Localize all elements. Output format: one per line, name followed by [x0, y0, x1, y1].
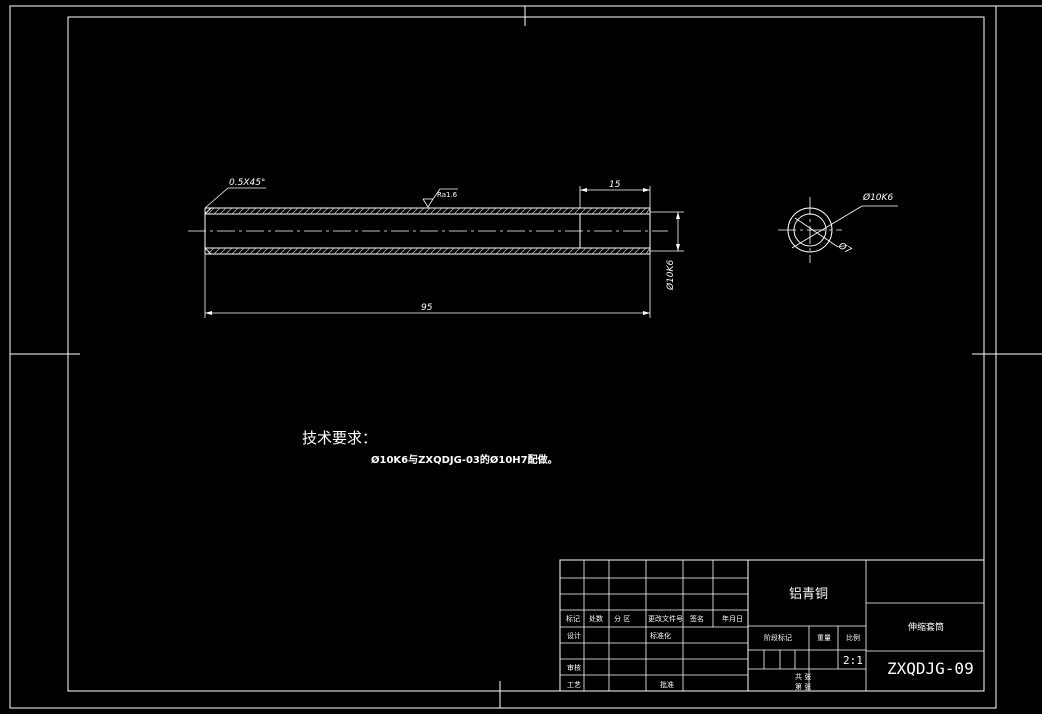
roughness-symbol: Ra1.6: [422, 188, 458, 208]
part-name-label: 伸缩套筒: [908, 621, 944, 633]
dimension-95: 95: [204, 254, 651, 318]
drawing-number-label: ZXQDJG-09: [887, 659, 974, 678]
title-block-role-check: 审核: [567, 663, 581, 672]
dim-diameter-label: Ø10K6: [665, 260, 676, 291]
title-block-role-approve: 批准: [660, 680, 674, 689]
title-block-label-date: 年月日: [722, 614, 743, 623]
dimension-diameter-main: Ø10K6: [650, 211, 684, 291]
chamfer-callout: 0.5X45°: [204, 178, 266, 209]
outer-border: [9, 5, 997, 709]
sheet-index-label: 第 张: [795, 682, 811, 691]
title-block: [559, 559, 985, 692]
stage-mark-label: 阶段标记: [764, 633, 792, 642]
title-block-role-standard: 标准化: [650, 631, 671, 640]
dim-95-label: 95: [421, 303, 433, 313]
weight-label: 重量: [817, 634, 831, 642]
sheets-total-label: 共 张: [795, 672, 811, 681]
dim-15-label: 15: [609, 180, 621, 190]
title-block-label-signature: 签名: [690, 614, 704, 623]
material-label: 铝青铜: [789, 587, 828, 602]
title-block-label-mark: 标记: [566, 614, 580, 623]
title-block-label-zone: 分 区: [614, 614, 630, 623]
inner-frame: [67, 16, 985, 692]
requirements-text: Ø10K6与ZXQDJG-03的Ø10H7配做。: [371, 453, 558, 466]
title-block-role-design: 设计: [567, 631, 581, 640]
title-block-role-process: 工艺: [567, 681, 581, 689]
chamfer-label: 0.5X45°: [229, 178, 265, 188]
outer-circle-label: Ø10K6: [862, 192, 893, 203]
roughness-label: Ra1.6: [437, 191, 458, 199]
requirements-title: 技术要求：: [302, 429, 377, 447]
section-hatch-top: [207, 207, 651, 215]
sleeve-end-view: Ø10K6 Ø7: [778, 192, 898, 263]
section-hatch-bottom: [207, 247, 651, 255]
scale-value: 2:1: [843, 654, 863, 667]
title-block-label-change-doc: 更改文件号: [648, 614, 683, 623]
sleeve-side-view: [188, 207, 668, 255]
scale-label: 比例: [846, 633, 860, 642]
dimension-15: 15: [579, 180, 651, 208]
inner-circle-label: Ø7: [836, 240, 854, 257]
title-block-label-count: 处数: [589, 614, 603, 623]
